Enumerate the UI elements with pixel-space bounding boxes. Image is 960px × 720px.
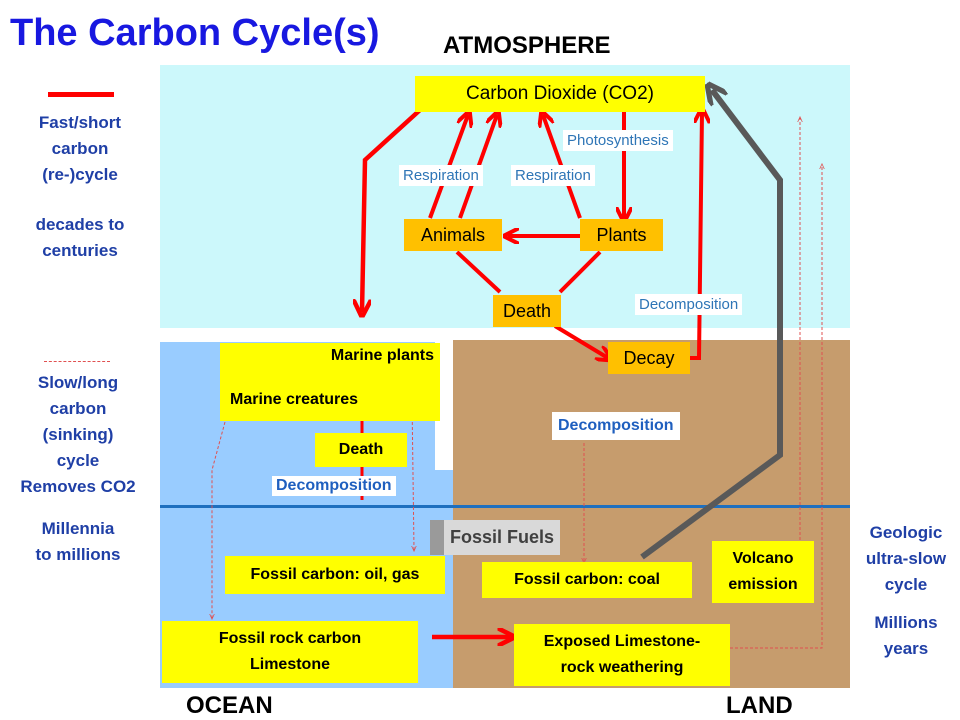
- plants-to-death-arrow: [558, 250, 602, 294]
- decomposition-land-label: Decomposition: [552, 412, 680, 440]
- geologic-cycle-legend: Geologic ultra-slow cycle Millions years: [865, 523, 947, 658]
- plants-box: Plants: [580, 219, 663, 251]
- death-ocean-box: Death: [315, 433, 407, 467]
- photosynthesis-label: Photosynthesis: [563, 130, 673, 151]
- decomposition-ocean-label: Decomposition: [272, 476, 396, 496]
- respiration-animals-label: Respiration: [399, 165, 483, 186]
- coal-to-co2-geologic-arrow: [640, 90, 783, 560]
- fast-cycle-legend-line: [48, 92, 114, 97]
- weathering-to-atmosphere-arrow: [730, 165, 822, 649]
- marine-box: Marine plants Marine creatures: [220, 343, 440, 421]
- atmosphere-header: ATMOSPHERE: [443, 32, 611, 59]
- fast-cycle-legend: Fast/short carbon (re-)cycle decades to …: [35, 113, 125, 260]
- animals-box: Animals: [404, 219, 502, 251]
- slow-cycle-legend: Slow/long carbon (sinking) cycle Removes…: [20, 373, 136, 564]
- page-title: The Carbon Cycle(s): [10, 12, 380, 54]
- death-land-box: Death: [493, 295, 561, 327]
- limestone-box: Fossil rock carbon Limestone: [162, 621, 418, 683]
- volcano-box: Volcano emission: [712, 541, 814, 603]
- decomposition-atmosphere-label: Decomposition: [635, 294, 743, 315]
- decay-to-co2-arrow: [690, 112, 702, 360]
- fossil-coal-box: Fossil carbon: coal: [482, 562, 692, 598]
- decay-box: Decay: [608, 342, 690, 374]
- sea-level-line: [160, 505, 850, 508]
- land-header: LAND: [726, 692, 793, 719]
- death-to-decay-arrow: [553, 324, 608, 358]
- slow-cycle-legend-line: [44, 361, 110, 362]
- weathering-box: Exposed Limestone- rock weathering: [514, 624, 730, 686]
- fossil-fuels-box: Fossil Fuels: [430, 520, 560, 555]
- fossil-oil-gas-box: Fossil carbon: oil, gas: [225, 556, 445, 594]
- co2-to-ocean-arrow: [362, 108, 422, 312]
- ocean-header: OCEAN: [186, 692, 273, 719]
- animals-to-death-arrow: [455, 250, 502, 294]
- respiration-plants-label: Respiration: [511, 165, 595, 186]
- marine-to-limestone-arrow: [212, 421, 226, 618]
